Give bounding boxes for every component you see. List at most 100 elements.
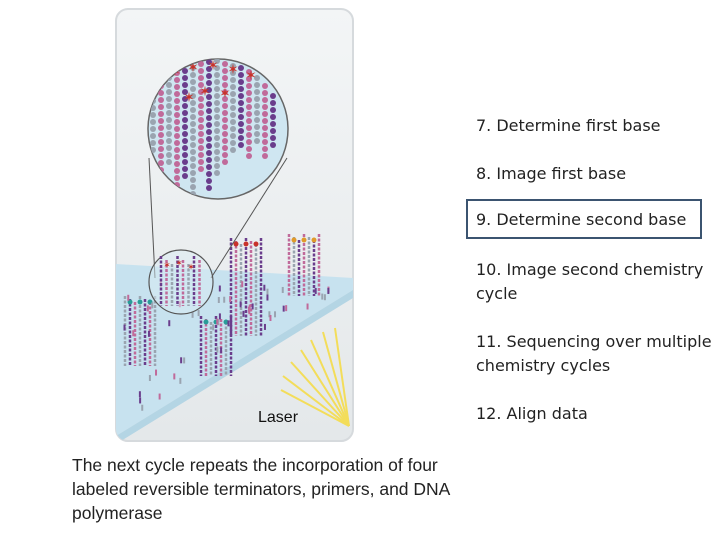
surface-fluor <box>233 241 239 247</box>
surface-strands <box>123 234 321 376</box>
strand-bead <box>246 97 252 103</box>
strand-bead <box>158 111 164 117</box>
strand-bead <box>222 61 228 67</box>
strand-bead <box>262 132 268 138</box>
strand-bead <box>254 110 260 116</box>
strand-bead <box>198 131 204 137</box>
strand-bead <box>190 149 196 155</box>
strand-bead <box>166 152 172 158</box>
strand-bead <box>182 173 188 179</box>
strand-bead <box>166 103 172 109</box>
strand-bead <box>222 124 228 130</box>
strand-bead <box>182 145 188 151</box>
zoom-line-left <box>148 157 156 279</box>
strand-bead <box>222 82 228 88</box>
strand-bead <box>198 166 204 172</box>
strand-bead <box>254 131 260 137</box>
strand-bead <box>230 91 236 97</box>
strand-bead <box>246 146 252 152</box>
fluor-star: ✶ <box>245 68 257 84</box>
strand-bead <box>214 142 220 148</box>
strand-bead <box>254 75 260 81</box>
step-list: 7. Determine first base 8. Image first b… <box>466 0 720 540</box>
laser-beam <box>280 389 350 427</box>
strand-bead <box>222 145 228 151</box>
strand-bead <box>158 153 164 159</box>
strand-bead <box>158 118 164 124</box>
small-cluster: ✶✶✶ <box>159 256 201 306</box>
strand-bead <box>214 135 220 141</box>
strand-bead <box>254 103 260 109</box>
strand-bead <box>198 89 204 95</box>
strand-bead <box>158 125 164 131</box>
strand-bead <box>198 145 204 151</box>
cycle-caption: The next cycle repeats the incorporation… <box>72 455 450 523</box>
strand-bead <box>198 152 204 158</box>
strand-bead <box>166 145 172 151</box>
strand-bead <box>238 86 244 92</box>
strand-bead <box>158 160 164 166</box>
strand-bead <box>222 75 228 81</box>
strand-bead <box>182 117 188 123</box>
step-determine-first-base: 7. Determine first base <box>476 116 661 135</box>
strand-bead <box>166 96 172 102</box>
strand-bead <box>270 107 276 113</box>
strand-bead <box>174 119 180 125</box>
strand-bead <box>182 89 188 95</box>
strand-bead <box>198 103 204 109</box>
strand-bead <box>190 93 196 99</box>
strand-bead <box>190 142 196 148</box>
strand-bead <box>222 152 228 158</box>
strand-bead <box>174 84 180 90</box>
step-sequencing-multiple-cycles: 11. Sequencing over multiple chemistry c… <box>476 332 712 375</box>
sequencing-illustration: ✶✶✶ ✶✶✶✶✶✶✶✶ Laser <box>113 6 356 444</box>
cluster-label: ✶ <box>163 261 171 271</box>
strand-bead <box>174 112 180 118</box>
strand-bead <box>230 119 236 125</box>
fluor-star: ✶ <box>207 58 219 74</box>
strand-bead <box>246 83 252 89</box>
strand-bead <box>254 124 260 130</box>
step-determine-second-base-highlighted: 9. Determine second base <box>466 199 702 239</box>
strand-bead <box>190 177 196 183</box>
strand-bead <box>182 96 188 102</box>
strand-bead <box>206 66 212 72</box>
strand-bead <box>174 105 180 111</box>
strand-bead <box>214 128 220 134</box>
strand-bead <box>150 133 156 139</box>
strand-bead <box>230 70 236 76</box>
laser-beam <box>322 331 350 427</box>
strand-bead <box>270 142 276 148</box>
strand-bead <box>214 114 220 120</box>
strand-bead <box>214 107 220 113</box>
strand-bead <box>246 111 252 117</box>
strand-bead <box>198 75 204 81</box>
surface-fluor <box>243 241 249 247</box>
strand-bead <box>182 152 188 158</box>
strand-bead <box>246 90 252 96</box>
strand-bead <box>166 131 172 137</box>
strand-bead <box>198 61 204 67</box>
strand-bead <box>190 135 196 141</box>
strand-bead <box>182 110 188 116</box>
strand-bead <box>166 110 172 116</box>
laser-label: Laser <box>258 409 299 426</box>
strand-bead <box>198 68 204 74</box>
strand-bead <box>222 131 228 137</box>
strand-bead <box>238 142 244 148</box>
strand-bead <box>206 129 212 135</box>
small-magnifier-circle <box>148 249 214 315</box>
surface-fluor <box>203 319 209 325</box>
strand-bead <box>206 150 212 156</box>
strand-bead <box>230 126 236 132</box>
strand-bead <box>238 114 244 120</box>
strand-bead <box>158 97 164 103</box>
strand-bead <box>254 89 260 95</box>
strand-bead <box>174 140 180 146</box>
strand-bead <box>174 154 180 160</box>
fluor-star: ✶ <box>219 86 231 102</box>
strand-bead <box>198 124 204 130</box>
strand-bead <box>254 117 260 123</box>
laser-beam <box>290 361 350 427</box>
strand-bead <box>190 65 196 71</box>
